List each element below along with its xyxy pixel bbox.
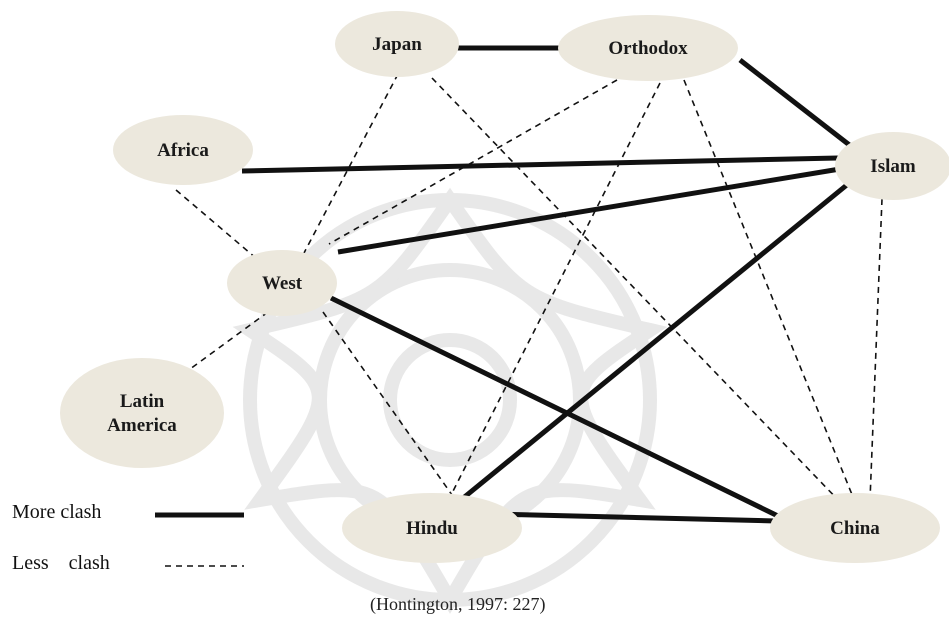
nodes-layer: Japan OrthodoxAfricaIslamWestLatinAmerica…	[60, 11, 949, 563]
edge-less-clash-orthodox-china	[683, 79, 856, 503]
node-orthodox: Orthodox	[558, 15, 738, 81]
edge-more-clash-africa-islam	[241, 155, 839, 174]
edge-less-clash-orthodox-hindu	[447, 82, 661, 502]
edge-more-clash-hindu-china	[493, 511, 777, 524]
node-ellipse	[342, 493, 522, 563]
node-ellipse	[558, 15, 738, 81]
edge-more-clash-west-china	[329, 295, 782, 520]
node-label: Japan	[372, 34, 422, 55]
node-label: Africa	[157, 140, 209, 161]
edge-less-clash-orthodox-west	[328, 79, 618, 245]
node-label: West	[262, 273, 303, 294]
edge-more-clash-orthodox-islam	[738, 58, 854, 149]
node-africa: Africa	[113, 115, 253, 185]
edge-more-clash-west-islam	[337, 165, 847, 255]
edge-less-clash-west-hindu	[322, 311, 458, 503]
node-label: Orthodox	[608, 38, 688, 59]
node-ellipse	[835, 132, 949, 200]
node-ellipse	[60, 358, 224, 468]
figure-caption: (Hontington, 1997: 227)	[370, 594, 546, 614]
node-label: Latin	[120, 391, 165, 412]
node-hindu: Hindu	[342, 493, 522, 563]
legend-lines	[155, 512, 244, 567]
node-ellipse	[335, 11, 459, 77]
legend-more-label: More clash	[12, 501, 102, 523]
legend-less-label: Less clash	[12, 552, 110, 574]
node-islam: Islam	[835, 132, 949, 200]
edges-layer	[175, 45, 883, 524]
edge-less-clash-islam-china	[869, 198, 883, 501]
node-ellipse	[227, 250, 337, 316]
node-label: China	[830, 518, 880, 539]
node-china: China	[770, 493, 940, 563]
node-label: America	[107, 415, 177, 436]
node-west: West	[227, 250, 337, 316]
edge-less-clash-japan-west	[303, 73, 399, 254]
edge-more-clash-hindu-islam	[460, 182, 850, 501]
node-ellipse	[770, 493, 940, 563]
node-ellipse	[113, 115, 253, 185]
node-label: Islam	[870, 156, 916, 177]
node-label: Hindu	[406, 518, 458, 539]
edge-less-clash-west-latin_america	[185, 311, 269, 373]
edge-less-clash-africa-west	[175, 189, 258, 260]
node-japan: Japan	[335, 11, 459, 77]
